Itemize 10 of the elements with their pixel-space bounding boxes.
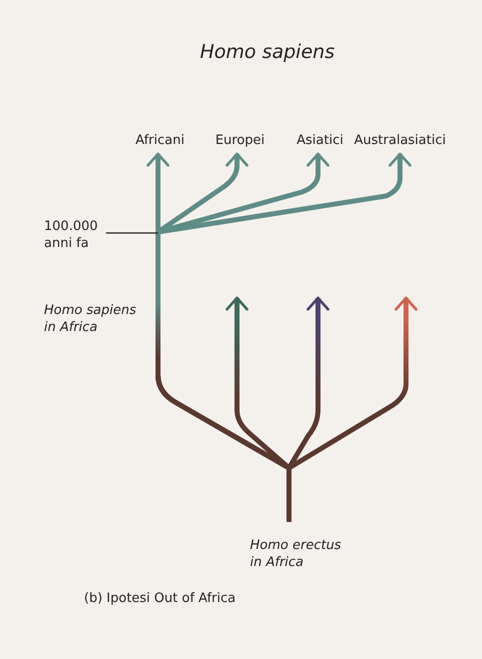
title: Homo sapiens xyxy=(200,40,336,64)
population-label: Africani xyxy=(130,132,190,149)
population-label: Australasiatici xyxy=(350,132,450,149)
annotation-label: Homo sapiens in Africa xyxy=(44,302,138,336)
species-label: Homo erectus in Africa xyxy=(250,537,350,571)
population-label: Europei xyxy=(210,132,270,149)
population-label: Asiatici xyxy=(290,132,350,149)
caption: (b) Ipotesi Out of Africa xyxy=(84,590,237,607)
leader-line xyxy=(106,232,158,234)
time-label: 100.000 anni fa xyxy=(44,218,104,252)
